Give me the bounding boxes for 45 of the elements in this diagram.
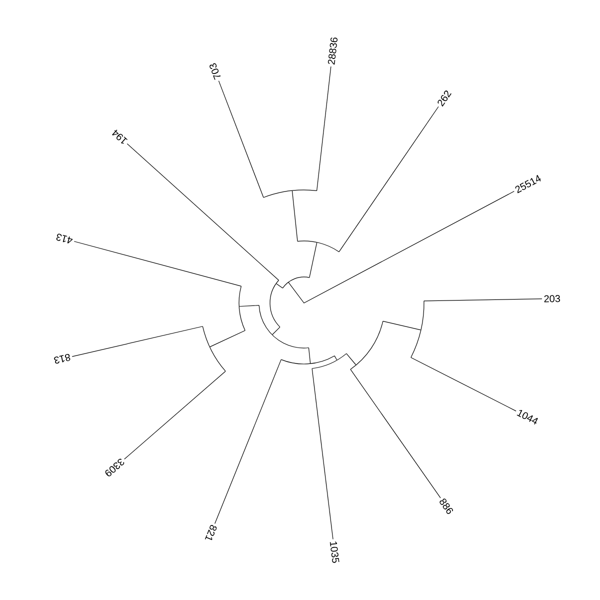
branch-arc: [282, 276, 310, 288]
branch-line: [74, 241, 242, 286]
branch-line: [72, 326, 203, 357]
tip-label: 1035: [330, 542, 340, 563]
branch-line: [292, 190, 298, 242]
tip-label: 28836: [328, 38, 338, 65]
tip-label: 262: [438, 90, 452, 107]
branch-arc: [263, 190, 318, 198]
branch-arc: [258, 305, 309, 348]
branch-line: [312, 368, 334, 540]
branch-line: [218, 80, 264, 198]
branch-line: [410, 357, 516, 412]
branch-line: [350, 369, 441, 498]
branch-line: [214, 359, 282, 524]
branch-line: [334, 356, 338, 360]
tip-label: 821: [204, 525, 217, 540]
tip-label: 413: [56, 234, 73, 244]
branch-line: [126, 143, 280, 281]
branch-line: [288, 190, 514, 304]
tip-label: 703: [210, 63, 221, 80]
branch-arc: [297, 240, 340, 252]
branch-line: [276, 283, 283, 288]
tip-label: 886: [440, 498, 453, 514]
branch-line: [239, 305, 260, 307]
tip-label: 203: [544, 295, 560, 302]
branch-line: [382, 320, 421, 330]
branch-arc: [280, 356, 335, 364]
tip-label: 813: [54, 354, 70, 364]
tip-label: 1044: [516, 410, 538, 424]
branch-line: [346, 353, 356, 366]
branch-line: [338, 106, 439, 252]
branch-line: [309, 242, 318, 278]
branch-arc: [350, 320, 384, 370]
branch-line: [124, 370, 226, 460]
branch-line: [316, 66, 332, 192]
branch-line: [272, 326, 280, 335]
branch-line: [308, 347, 311, 364]
branch-arc: [270, 280, 280, 328]
branch-line: [424, 298, 542, 302]
branch-line: [210, 330, 246, 348]
branch-arc: [312, 353, 347, 369]
tip-label: 194: [112, 130, 128, 144]
branch-arc: [410, 300, 424, 358]
branch-arc: [238, 286, 246, 331]
branch-arc: [202, 326, 226, 372]
